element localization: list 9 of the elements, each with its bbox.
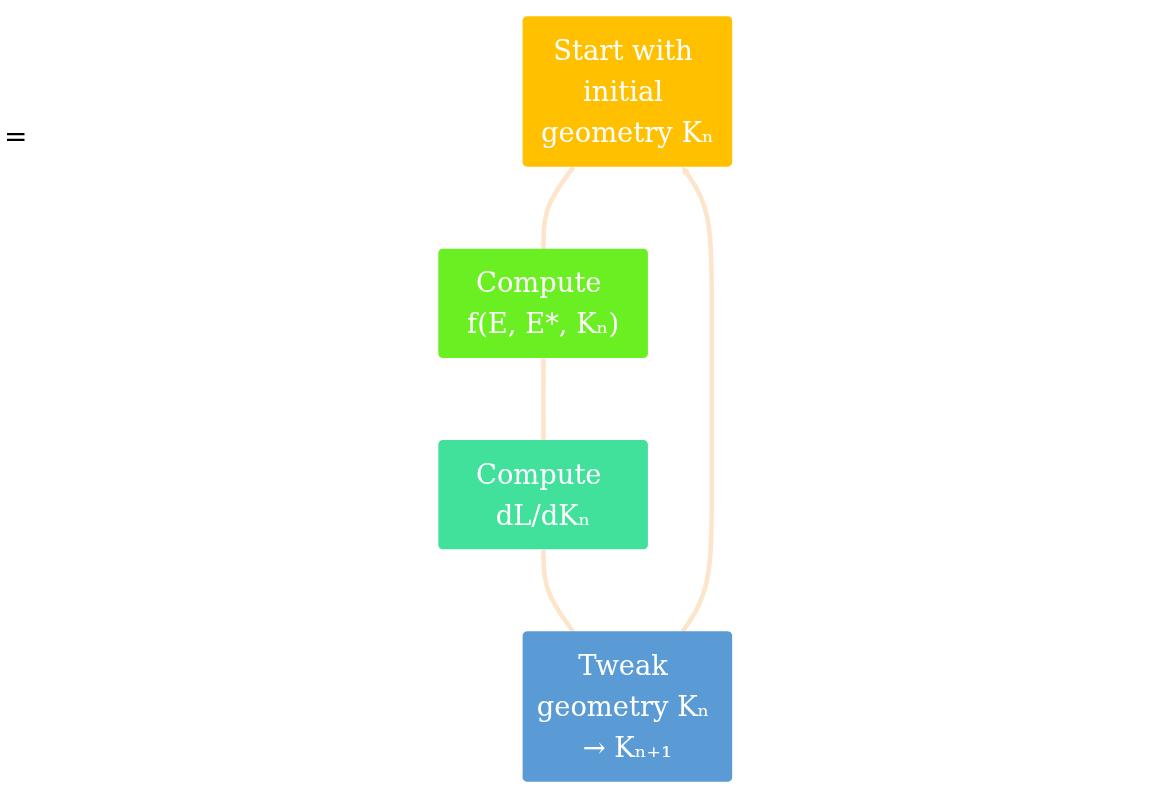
node-box: Compute dL/dKₙ: [438, 440, 648, 550]
connector: [540, 165, 575, 250]
node-box: Start with initial geometry Kₙ: [522, 16, 732, 167]
node-box: Tweak geometry Kₙ → Kₙ₊₁: [522, 631, 732, 782]
connector: [540, 549, 575, 634]
arrow: [680, 166, 714, 634]
node-box: Compute f(E, E*, Kₙ): [438, 248, 648, 358]
note-text: =: [4, 120, 28, 153]
connector: [540, 358, 546, 441]
